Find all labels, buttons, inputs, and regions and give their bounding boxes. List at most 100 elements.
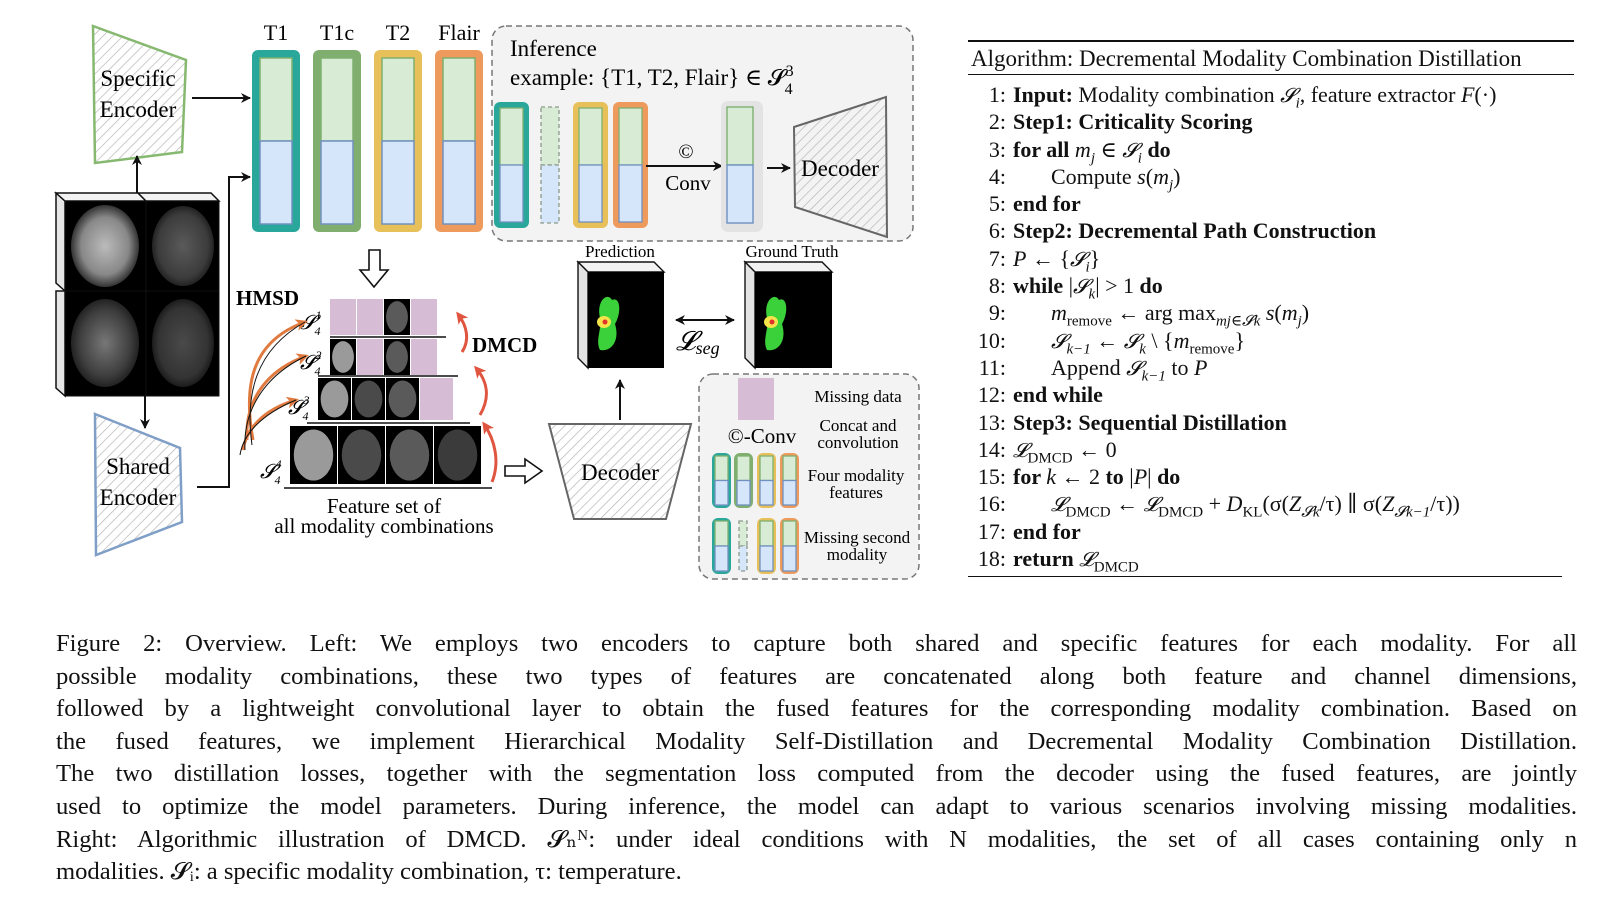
legend-conv-symbol: ©-Conv bbox=[728, 424, 797, 448]
legend-four-modality-icons bbox=[712, 453, 799, 508]
caption-line: modalities. 𝓢ᵢ: a specific modality comb… bbox=[56, 858, 682, 886]
line-number: 16: bbox=[977, 491, 1006, 517]
feature-column-t2 bbox=[374, 50, 422, 232]
algorithm-bottom-rule bbox=[968, 576, 1562, 578]
feature-set-label-1: Feature set of bbox=[327, 494, 441, 518]
legend-missing-data-swatch bbox=[738, 378, 774, 420]
feature-column-t1 bbox=[252, 50, 300, 232]
line-number: 2: bbox=[988, 109, 1006, 135]
line-number: 12: bbox=[977, 382, 1006, 408]
legend-four-t2 bbox=[757, 453, 776, 508]
dmcd-label: DMCD bbox=[472, 333, 537, 357]
line-number: 7: bbox=[988, 245, 1006, 271]
modality-slice bbox=[338, 426, 385, 484]
inference-feature-columns bbox=[494, 102, 648, 228]
algorithm-line-4: 4:Compute s(mj) bbox=[968, 163, 1574, 193]
legend-miss-t1c bbox=[738, 520, 748, 572]
line-number: 1: bbox=[988, 82, 1006, 107]
missing-modality-slice bbox=[411, 339, 437, 375]
line-number: 3: bbox=[988, 136, 1006, 162]
legend-miss-flair bbox=[780, 518, 799, 574]
algorithm-line-1: 1:Input: Modality combination 𝓢i, featur… bbox=[968, 81, 1574, 111]
shared-encoder-label-1: Shared bbox=[106, 454, 170, 479]
missing-modality-slice bbox=[330, 299, 356, 335]
caption-line: Figure 2: Overview. Left: We employs two… bbox=[56, 630, 1577, 657]
figure-caption: Figure 2: Overview. Left: We employs two… bbox=[56, 628, 1577, 889]
algorithm-top-rule bbox=[968, 40, 1574, 42]
hollow-right-arrow-icon bbox=[504, 457, 544, 485]
algorithm-line-13: 13:Step3: Sequential Distillation bbox=[968, 409, 1574, 436]
algorithm-block: Algorithm: Decremental Modality Combinat… bbox=[968, 40, 1574, 578]
legend-four-label-1: Four modality bbox=[808, 466, 905, 485]
specific-encoder: Specific Encoder bbox=[91, 24, 188, 165]
line-number: 13: bbox=[977, 409, 1006, 435]
algorithm-line-18: 18:return 𝓛DMCD bbox=[968, 545, 1574, 575]
modality-label-t2: T2 bbox=[386, 20, 410, 45]
algorithm-line-10: 10:𝓢k−1 ← 𝓢k \ {mremove} bbox=[968, 327, 1574, 357]
line-number: 11: bbox=[978, 354, 1006, 380]
algorithm-line-15: 15:for k ← 2 to |P| do bbox=[968, 463, 1574, 490]
segmentation-loss-label: 𝓛seg bbox=[676, 326, 720, 358]
inference-title: Inference bbox=[510, 36, 597, 61]
caption-line: possible modality combinations, these tw… bbox=[56, 662, 1577, 690]
training-decoder-label: Decoder bbox=[581, 460, 659, 485]
legend-missing-second-label-2: modality bbox=[827, 545, 888, 564]
line-number: 4: bbox=[988, 163, 1006, 189]
modality-slice bbox=[352, 378, 385, 420]
line-number: 14: bbox=[977, 436, 1006, 462]
legend-concat-label-1: Concat and bbox=[820, 416, 897, 435]
concat-symbol: © bbox=[678, 141, 693, 163]
line-number: 17: bbox=[977, 518, 1006, 544]
modality-label-t1c: T1c bbox=[320, 20, 354, 45]
legend-four-flair bbox=[780, 453, 799, 508]
inference-column-t1c bbox=[540, 106, 560, 224]
legend-four-label-2: features bbox=[829, 483, 883, 502]
conv-label: Conv bbox=[665, 171, 711, 195]
algorithm-line-12: 12:end while bbox=[968, 381, 1574, 408]
prediction-label: Prediction bbox=[585, 242, 655, 261]
missing-modality-slice bbox=[411, 299, 437, 335]
ground-truth-volume bbox=[743, 260, 834, 370]
modality-slice bbox=[386, 426, 433, 484]
line-number: 18: bbox=[977, 546, 1006, 572]
algorithm-line-16: 16:𝓛DMCD ← 𝓛DMCD + DKL(σ(Z𝓢k/τ) ∥ σ(Z𝓢k−… bbox=[968, 490, 1574, 520]
inference-column-t1 bbox=[494, 102, 529, 228]
caption-line: used to optimize the model parameters. D… bbox=[56, 792, 1577, 820]
inference-column-flair bbox=[613, 102, 648, 228]
modality-label-flair: Flair bbox=[438, 20, 480, 45]
line-number: 9: bbox=[988, 300, 1006, 326]
line-number: 10: bbox=[977, 327, 1006, 353]
missing-modality-slice bbox=[357, 339, 383, 375]
hmsd-arrows bbox=[239, 319, 309, 456]
modality-slice bbox=[384, 299, 410, 335]
modality-slice bbox=[290, 426, 337, 484]
hollow-down-arrow-icon bbox=[358, 249, 390, 289]
algorithm-line-8: 8:while |𝓢k| > 1 do bbox=[968, 272, 1574, 302]
feature-column-t1c bbox=[313, 50, 361, 232]
algorithm-line-9: 9:mremove ← arg maxmj∈𝓢k s(mj) bbox=[968, 299, 1574, 329]
algorithm-line-14: 14:𝓛DMCD ← 0 bbox=[968, 436, 1574, 466]
algorithm-line-3: 3:for all mj ∈ 𝓢i do bbox=[968, 136, 1574, 166]
caption-line: Right: Algorithmic illustration of DMCD.… bbox=[56, 825, 1577, 853]
hmsd-label: HMSD bbox=[236, 286, 299, 310]
training-decoder: Decoder bbox=[547, 423, 693, 520]
legend-missing-second-label-1: Missing second bbox=[804, 528, 911, 547]
specific-encoder-label-2: Encoder bbox=[100, 97, 177, 122]
shared-encoder: Shared Encoder bbox=[93, 412, 184, 557]
prediction-volume bbox=[576, 260, 666, 370]
fused-specific-feature bbox=[726, 106, 754, 166]
line-number: 8: bbox=[988, 273, 1006, 299]
inference-decoder bbox=[792, 95, 889, 239]
arrow-shared-to-features bbox=[197, 172, 251, 488]
caption-line: followed by a lightweight convolutional … bbox=[56, 695, 1577, 723]
specific-encoder-label-1: Specific bbox=[100, 66, 175, 91]
modality-slice bbox=[384, 339, 410, 375]
caption-line: the fused features, we implement Hierarc… bbox=[56, 727, 1577, 755]
